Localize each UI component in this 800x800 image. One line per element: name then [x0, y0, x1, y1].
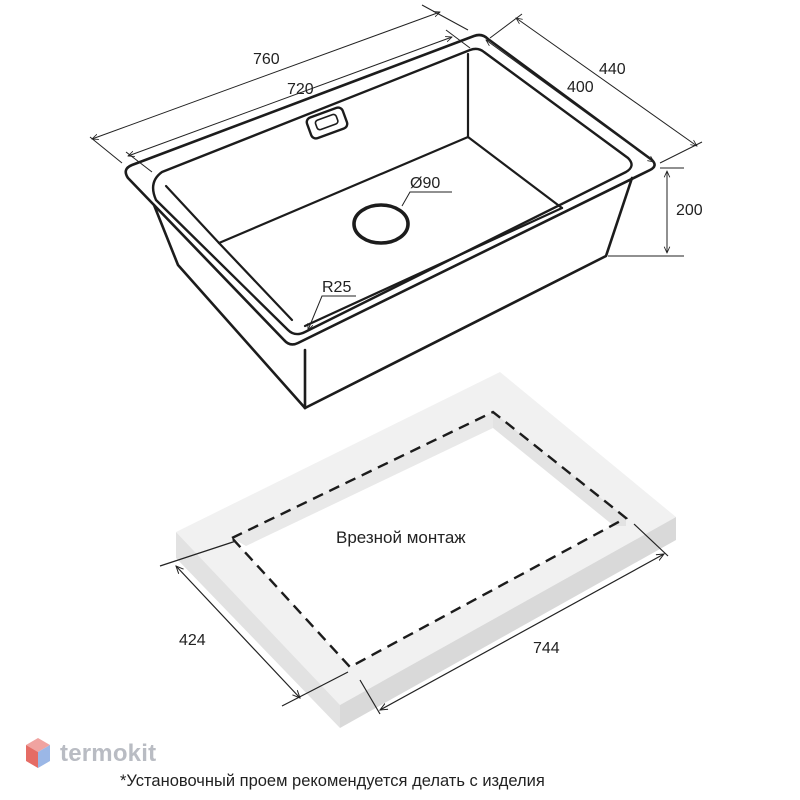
label-corner-radius: R25	[322, 279, 351, 296]
label-760: 760	[253, 51, 280, 68]
sink-body-right	[303, 176, 634, 410]
sink-outer-rim	[124, 33, 656, 346]
cutout-dimensions	[159, 523, 669, 715]
sink-inner-rim	[151, 47, 633, 336]
dim-line-424	[176, 566, 300, 698]
label-744: 744	[533, 640, 560, 657]
cutout-inner-wall-back	[493, 412, 626, 526]
label-424: 424	[179, 632, 206, 649]
sink-body-left	[152, 203, 307, 410]
bowl-bottom-front-edge	[303, 206, 564, 328]
radius-leader	[308, 295, 356, 330]
drain-hole	[352, 203, 410, 245]
brand-logo: termokit	[24, 734, 156, 774]
overflow-icon	[305, 106, 349, 140]
cutout-dashed-outline	[230, 410, 629, 669]
label-720: 720	[287, 81, 314, 98]
brand-cube-icon	[26, 738, 50, 768]
dim-line-400	[486, 40, 654, 162]
sink-dimensions	[89, 4, 703, 330]
label-200: 200	[676, 202, 703, 219]
dim-line-720	[128, 37, 452, 156]
bowl-bottom-right-edge	[466, 135, 564, 210]
cutout-inner-wall-left	[232, 412, 493, 546]
bowl-left-bottom-edge	[217, 241, 294, 322]
dim-line-760	[92, 12, 440, 139]
countertop	[176, 372, 676, 728]
footnote: *Установочный проем рекомендуется делать…	[120, 772, 545, 790]
cutout-caption: Врезной монтаж	[336, 528, 466, 547]
drain-leader	[401, 191, 452, 207]
dim-line-744	[380, 554, 664, 710]
label-drain-diameter: Ø90	[410, 175, 440, 192]
label-440: 440	[599, 61, 626, 78]
bowl-left-wall-edge	[164, 184, 221, 245]
cutout-opening	[232, 412, 626, 667]
brand-name: termokit	[60, 740, 157, 767]
label-400: 400	[567, 79, 594, 96]
